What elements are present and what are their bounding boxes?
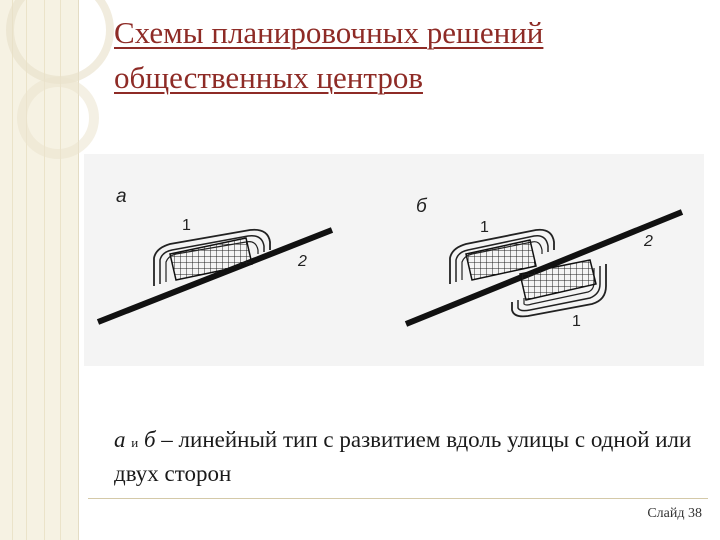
figure-caption: а и б – линейный тип с развитием вдоль у…: [114, 424, 694, 489]
panel-b-label: б: [416, 196, 428, 217]
layout-scheme-figure: а 1 2 б 1 2 1: [84, 154, 704, 366]
a-label-1: 1: [182, 217, 191, 234]
panel-a-label: а: [116, 186, 127, 207]
b-label-1-top: 1: [480, 219, 489, 236]
title-line-2: общественных центров: [114, 60, 423, 95]
hatched-block-b-lower: [519, 259, 597, 301]
caption-a: а: [114, 427, 126, 452]
slide-number: Слайд 38: [647, 506, 702, 521]
block-outline-a-outer: [153, 228, 271, 286]
panel-a-scheme: [96, 227, 334, 325]
caption-b: б: [143, 427, 156, 452]
panel-b-scheme: [404, 209, 684, 327]
caption-text: – линейный тип с развитием вдоль улицы с…: [114, 427, 692, 486]
block-outline-b-lower: [511, 264, 607, 318]
b-label-1-bottom: 1: [572, 313, 581, 330]
a-label-2: 2: [297, 253, 307, 270]
footer-divider: [88, 498, 708, 499]
title-line-1: Схемы планировочных решений: [114, 15, 544, 50]
street-line-b: [404, 209, 684, 327]
hatched-block-a: [169, 237, 253, 281]
slide-title: Схемы планировочных решений общественных…: [114, 10, 674, 100]
b-label-2: 2: [643, 233, 653, 250]
hatched-block-b-upper: [465, 239, 537, 281]
caption-and: и: [131, 435, 139, 450]
block-outline-b-upper: [449, 228, 555, 284]
decorative-left-strip: [0, 0, 79, 540]
street-line-a: [96, 227, 334, 325]
